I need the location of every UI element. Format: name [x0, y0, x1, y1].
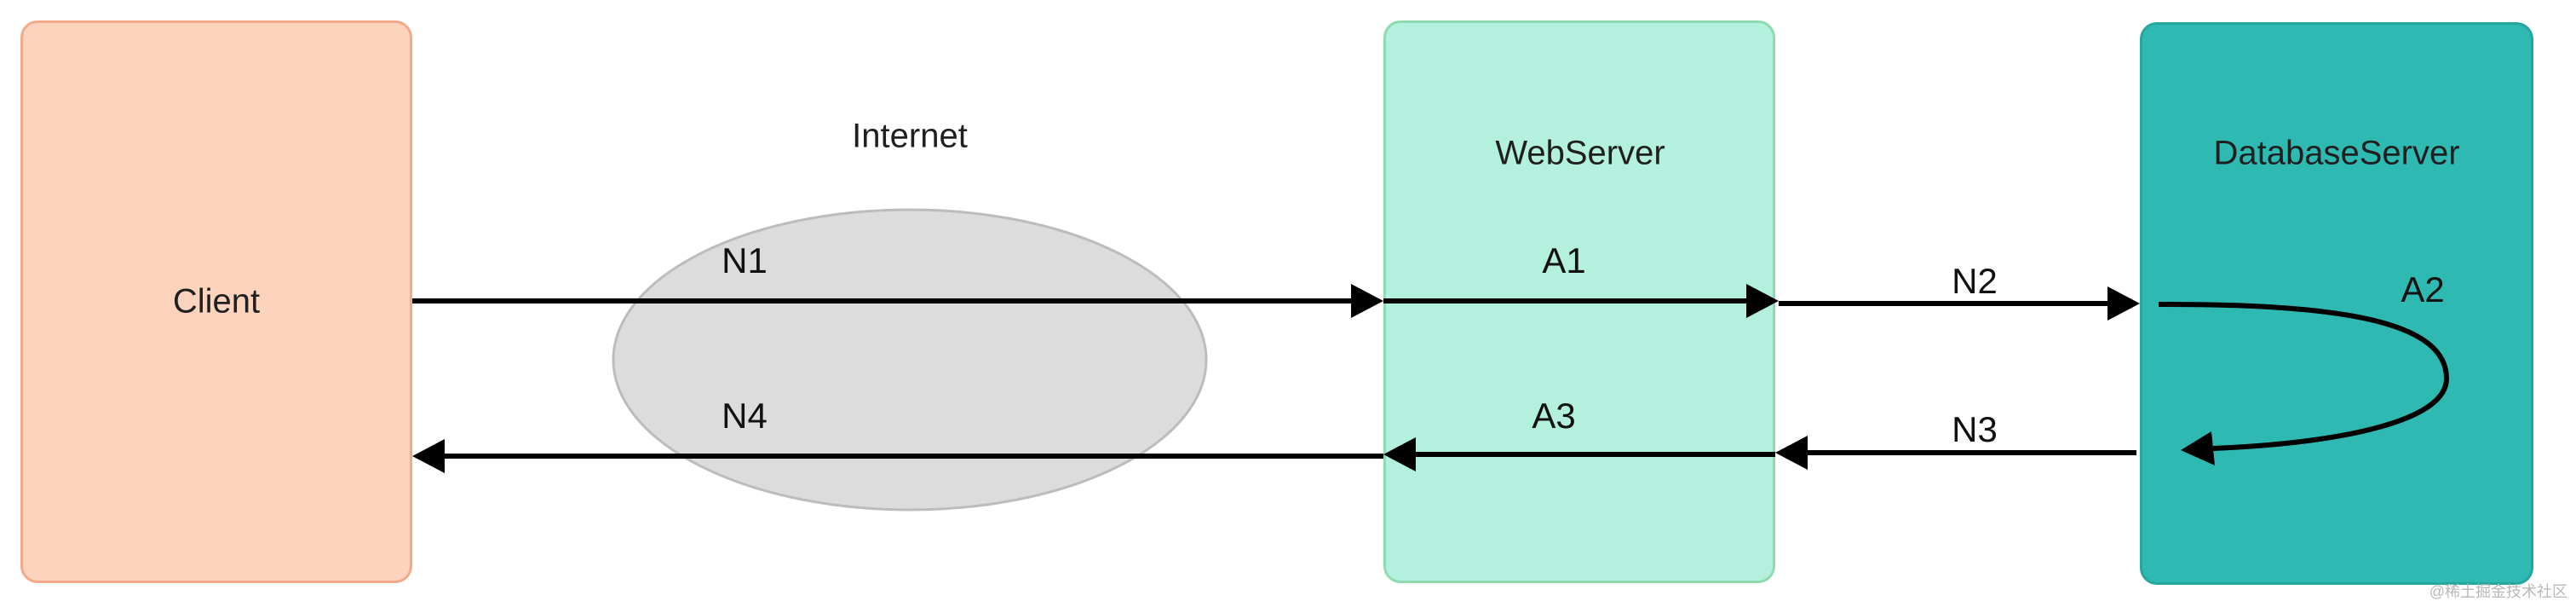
arrowhead-a3: [1383, 437, 1416, 471]
arrowhead-n4: [412, 439, 445, 473]
internet-label: Internet: [852, 117, 968, 155]
arrow-a2: [2158, 301, 2450, 451]
watermark-text: @稀土掘金技术社区: [2429, 583, 2567, 600]
arrowhead-n2: [2107, 286, 2140, 321]
client-node: [20, 20, 412, 583]
webserver-label: WebServer: [1495, 134, 1665, 172]
edge-label-a2: A2: [2401, 269, 2445, 309]
edge-label-n4: N4: [722, 396, 768, 436]
database-server-label: DatabaseServer: [2213, 134, 2460, 172]
edge-label-n2: N2: [1952, 261, 1998, 301]
edge-label-a1: A1: [1542, 240, 1586, 280]
internet-cloud: [612, 208, 1208, 512]
edge-label-a3: A3: [1532, 396, 1576, 436]
arrowhead-a1: [1746, 284, 1779, 318]
edge-label-n3: N3: [1952, 409, 1998, 449]
arrowhead-n1: [1351, 284, 1383, 318]
edge-label-n1: N1: [722, 240, 768, 280]
client-label: Client: [172, 282, 261, 321]
arrowhead-a2: [2181, 431, 2215, 465]
arrowhead-n3: [1775, 436, 1808, 470]
